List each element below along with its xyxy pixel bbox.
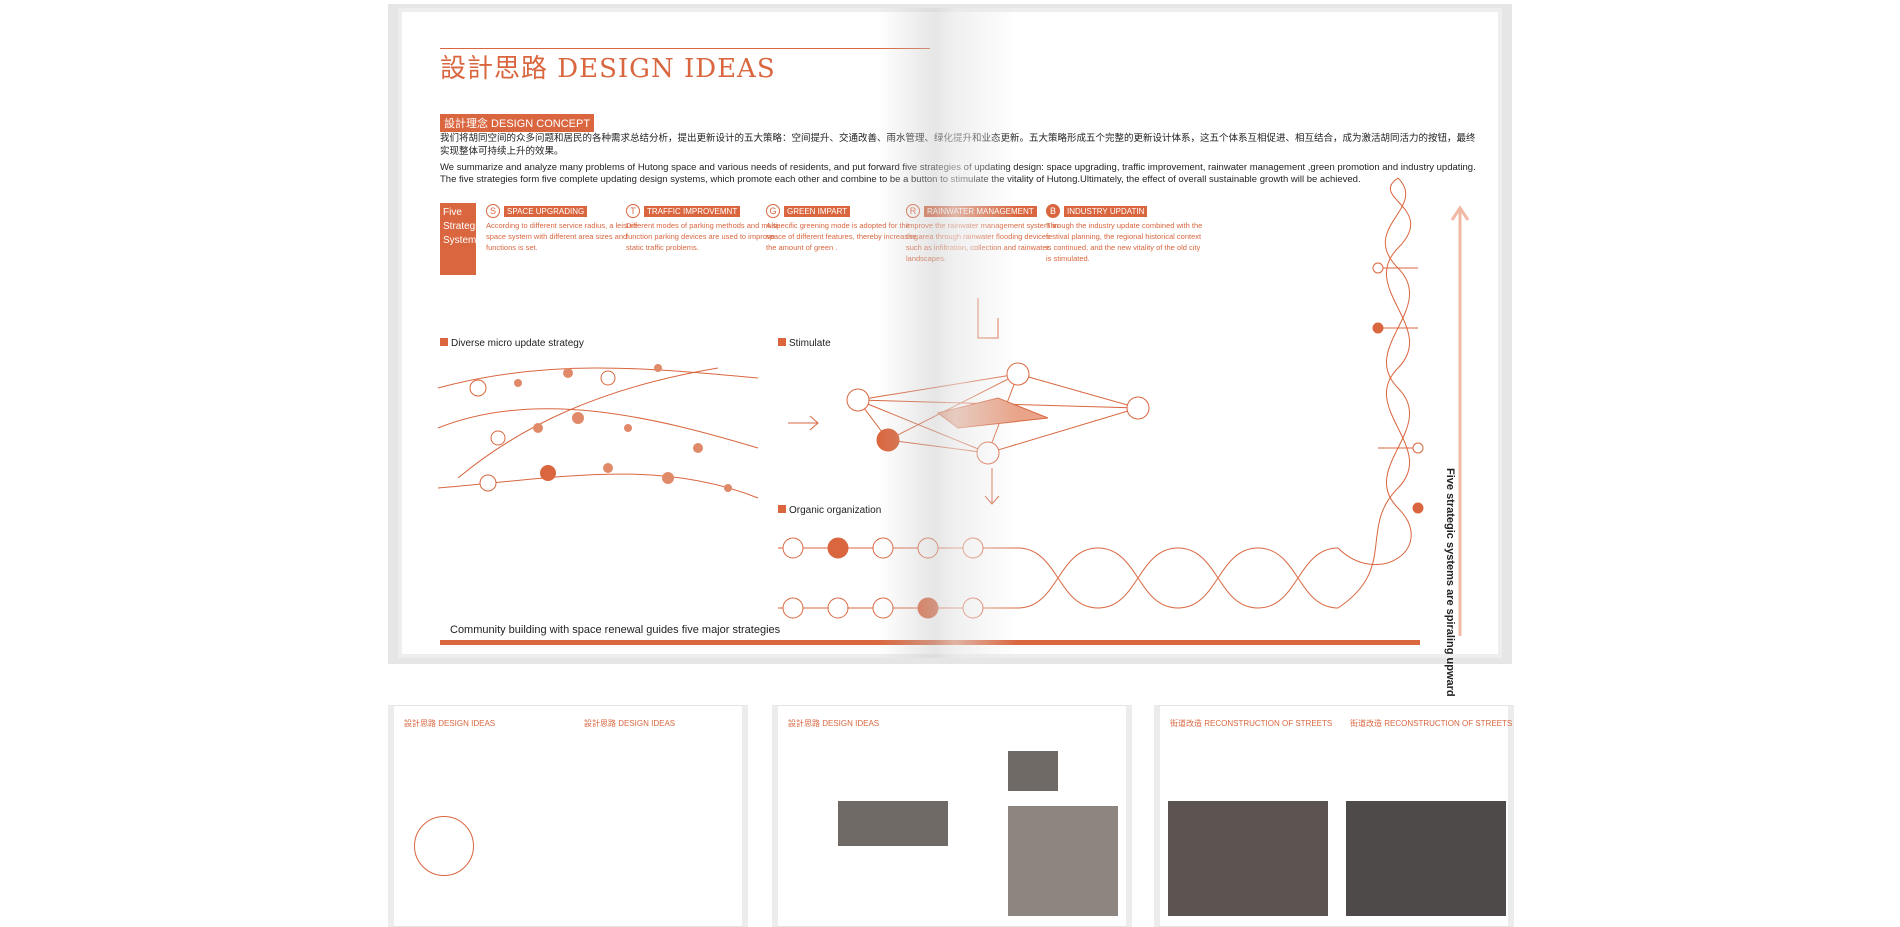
strategy-text: Different modes of parking methods and m… xyxy=(626,221,780,252)
strategy-b: B INDUSTRY UPDATIN Through the industry up… xyxy=(1046,204,1206,264)
thumbnail-diagram xyxy=(414,816,474,876)
micro-strategy-dots xyxy=(469,364,732,492)
thumbnail-title: 街道改造 RECONSTRUCTION OF STREETS xyxy=(1170,719,1333,728)
thumbnail-spread-2[interactable]: 設計思路 DESIGN IDEAS xyxy=(772,705,1132,927)
thumbnail-photo xyxy=(1008,751,1058,791)
strategy-text: Through the industry update combined wit… xyxy=(1046,221,1203,263)
strategy-g: G GREEN IMPART A specific greening mode is… xyxy=(766,204,926,253)
page-title: 設計思路 DESIGN IDEAS xyxy=(440,54,776,84)
strategy-name: INDUSTRY UPDATIN xyxy=(1064,205,1148,217)
stimulate-network xyxy=(788,298,1150,505)
s-badge-icon: S xyxy=(486,204,500,218)
section-label: Stimulate xyxy=(789,338,831,349)
organic-chain xyxy=(778,537,1339,619)
dna-helix xyxy=(1337,177,1470,636)
thumbnail-spread-3[interactable]: 街道改造 RECONSTRUCTION OF STREETS 街道改造 RECO… xyxy=(1154,705,1514,927)
section-diverse: Diverse micro update strategy xyxy=(440,338,584,349)
thumbnail-title: 設計思路 DESIGN IDEAS xyxy=(404,719,496,728)
section-label: Diverse micro update strategy xyxy=(451,338,584,349)
five-systems-label: Five Strategic Systems xyxy=(440,203,482,275)
thumbnail-title: 設計思路 DESIGN IDEAS xyxy=(584,719,676,728)
thumbnail-title: 設計思路 DESIGN IDEAS xyxy=(788,719,880,728)
diagram-graphics xyxy=(437,177,1470,636)
thumbnail-photo xyxy=(1168,801,1328,916)
concept-label: 設計理念 DESIGN CONCEPT xyxy=(440,114,595,132)
strategy-name: SPACE UPGRADING xyxy=(504,205,588,217)
thumbnail-title: 街道改造 RECONSTRUCTION OF STREETS xyxy=(1350,719,1513,728)
section-organic: Organic organization xyxy=(778,505,881,516)
b-badge-icon: B xyxy=(1046,204,1060,218)
thumbnail-photo xyxy=(1346,801,1506,916)
thumbnail-spread-1[interactable]: 設計思路 DESIGN IDEAS 設計思路 DESIGN IDEAS xyxy=(388,705,748,927)
strategy-s: S SPACE UPGRADING According to different s… xyxy=(486,204,646,253)
strategy-name: GREEN IMPART xyxy=(784,205,851,217)
main-spread: 設計思路 DESIGN IDEAS 設計理念 DESIGN CONCEPT 我们… xyxy=(388,4,1512,697)
thumbnail-photo xyxy=(1008,806,1118,916)
bottom-rule xyxy=(440,640,1420,645)
title-rule xyxy=(440,48,930,49)
micro-strategy-curves xyxy=(437,367,759,499)
strategy-t: T TRAFFIC IMPROVEMNT Different modes of pa… xyxy=(626,204,786,253)
vertical-caption: Five strategic systems are spiraling upw… xyxy=(1444,468,1456,697)
section-label: Organic organization xyxy=(789,505,882,516)
thumbnail-photo xyxy=(838,801,948,846)
bottom-caption: Community building with space renewal gu… xyxy=(450,624,781,636)
strategy-name: TRAFFIC IMPROVEMNT xyxy=(644,205,741,217)
strategy-text: A specific greening mode is adopted for … xyxy=(766,221,919,252)
strategy-text: According to different service radius, a… xyxy=(486,221,638,252)
g-badge-icon: G xyxy=(766,204,780,218)
section-stimulate: Stimulate xyxy=(778,338,831,349)
t-badge-icon: T xyxy=(626,204,640,218)
